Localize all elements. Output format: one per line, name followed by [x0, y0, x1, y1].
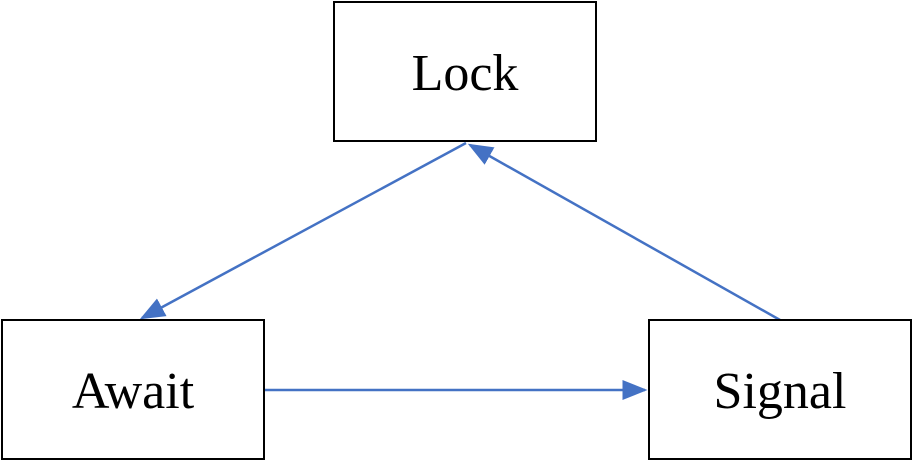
node-lock-box: [333, 1, 597, 142]
node-await-box: [1, 319, 265, 460]
edge-signal-to-lock: [467, 143, 781, 322]
node-lock-label: Lock: [412, 45, 519, 102]
node-signal: Signal: [648, 319, 912, 460]
node-signal-box: [648, 319, 912, 460]
edge-lock-to-await: [139, 141, 467, 320]
node-await: Await: [1, 319, 265, 460]
node-signal-label: Signal: [714, 363, 847, 420]
node-await-label: Await: [72, 363, 195, 420]
node-lock: Lock: [333, 1, 597, 142]
